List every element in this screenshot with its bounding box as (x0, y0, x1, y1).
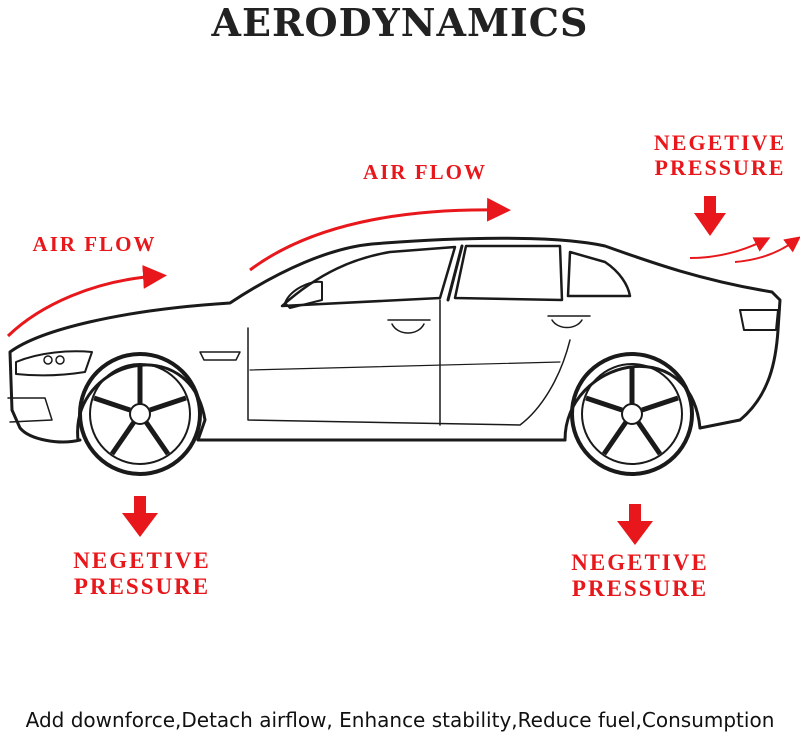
air-flow-arrow-left (6, 264, 167, 338)
air-flow-label-top: AIR FLOW (363, 160, 487, 184)
page-title: AERODYNAMICS (211, 0, 589, 45)
caption: Add downforce,Detach airflow, Enhance st… (25, 708, 775, 732)
vortex-arrow-1 (689, 237, 771, 259)
front-wheel (78, 352, 202, 476)
down-arrow-rear-bottom (617, 504, 653, 545)
negative-pressure-label-rear-bottom: NEGETIVE PRESSURE (571, 550, 709, 602)
air-flow-label-left: AIR FLOW (32, 232, 157, 256)
down-arrow-rear-top (694, 196, 726, 236)
down-arrow-front-bottom (122, 496, 158, 537)
negative-pressure-label-front-bottom: NEGETIVE PRESSURE (73, 548, 211, 600)
rear-wheel (570, 352, 694, 476)
car-outline (7, 236, 782, 444)
negative-pressure-label-rear-top: NEGETIVE PRESSURE (653, 130, 787, 181)
vortex-arrow-2 (734, 236, 800, 263)
air-flow-arrow-top (249, 197, 511, 272)
